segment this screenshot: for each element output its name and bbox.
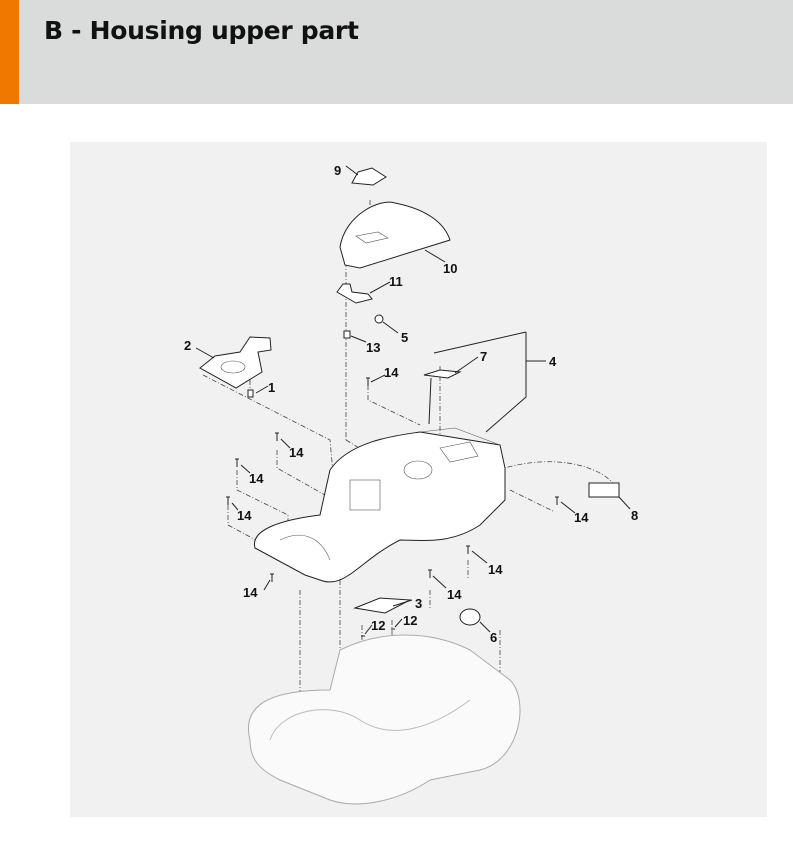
callout-14: 14 <box>249 471 264 486</box>
callout-1: 1 <box>268 380 275 395</box>
callout-7: 7 <box>480 349 487 364</box>
part-10-cover <box>339 201 451 269</box>
part-8-label <box>588 482 620 498</box>
callout-2: 2 <box>184 338 191 353</box>
part-1-sleeve <box>247 389 254 398</box>
callout-14: 14 <box>237 508 252 523</box>
callout-5: 5 <box>401 330 408 345</box>
callout-14: 14 <box>447 587 462 602</box>
callout-9: 9 <box>334 163 341 178</box>
part-2-bracket <box>199 336 272 389</box>
callout-4: 4 <box>549 354 557 369</box>
callout-13: 13 <box>366 340 380 355</box>
base-frame <box>248 634 521 805</box>
callout-10: 10 <box>443 261 457 276</box>
screws <box>226 377 559 637</box>
callout-6: 6 <box>490 630 497 645</box>
page-header: B - Housing upper part <box>0 0 793 104</box>
page-title: B - Housing upper part <box>44 16 359 45</box>
callout-14: 14 <box>574 510 589 525</box>
part-5-ring <box>374 314 384 324</box>
part-6-cap <box>459 608 481 626</box>
callout-12: 12 <box>371 618 385 633</box>
part-13-pin <box>343 330 351 339</box>
callout-14: 14 <box>243 585 258 600</box>
callout-3: 3 <box>415 596 422 611</box>
part-11-latch <box>336 283 373 304</box>
callout-14: 14 <box>289 445 304 460</box>
callout-14: 14 <box>384 365 399 380</box>
part-7-tag <box>423 369 462 379</box>
callout-11: 11 <box>389 274 403 289</box>
callout-8: 8 <box>631 508 638 523</box>
leader-lines <box>195 165 631 635</box>
callout-14: 14 <box>488 562 503 577</box>
callouts: 9 10 11 5 13 2 1 7 4 14 14 14 14 14 8 14… <box>184 163 638 645</box>
part-3-plate <box>353 597 412 614</box>
accent-bar <box>0 0 19 104</box>
callout-12: 12 <box>403 613 417 628</box>
part-9-label <box>351 167 387 186</box>
